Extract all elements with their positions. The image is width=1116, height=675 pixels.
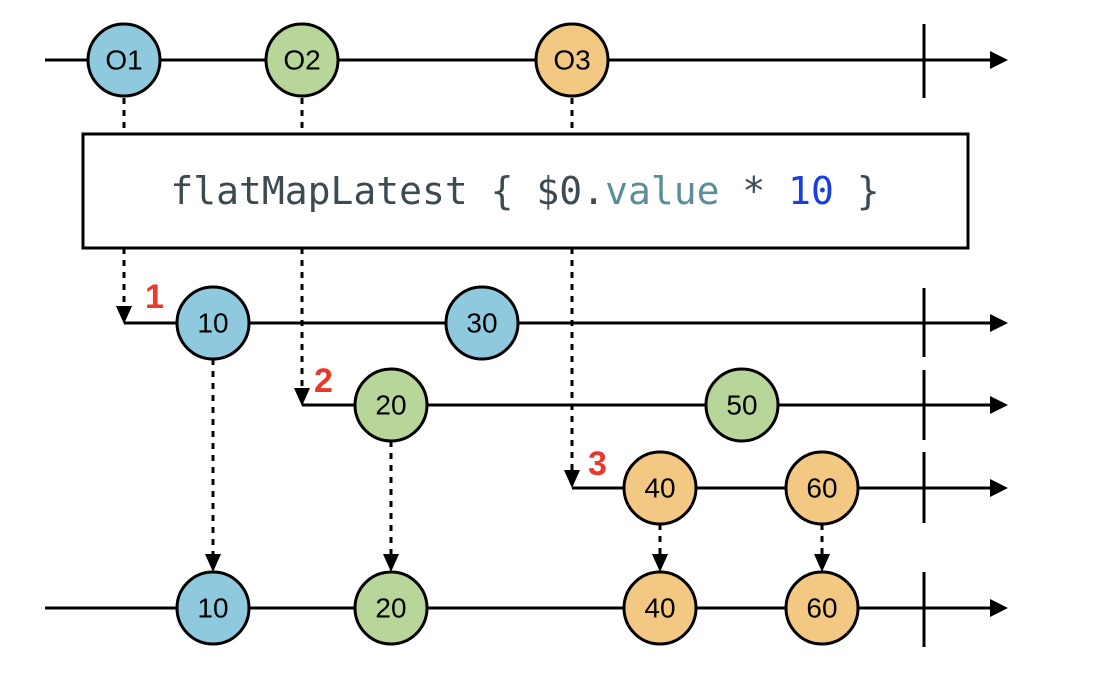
output-marble-60: 60 xyxy=(784,570,860,646)
output-timeline: 10 20 40 60 xyxy=(45,570,1008,647)
code-token-property: value xyxy=(605,169,719,213)
operator-code: flatMapLatest { $0.value * 10 } xyxy=(170,169,879,213)
marble-label: 50 xyxy=(726,390,757,421)
inner-stream-arrowhead xyxy=(990,479,1008,497)
marble-label: 20 xyxy=(375,390,406,421)
source-arrowhead xyxy=(990,51,1008,69)
source-timeline xyxy=(45,24,1008,98)
marble-label: 60 xyxy=(806,473,837,504)
source-to-operator-connectors xyxy=(122,98,574,134)
marble-label: 40 xyxy=(644,473,675,504)
inner-marble-10: 10 xyxy=(175,285,251,361)
source-marble-3: O3 xyxy=(534,22,610,98)
step-label: 2 xyxy=(314,362,333,400)
inner-marble-40: 40 xyxy=(622,450,698,526)
marble-label: O1 xyxy=(105,45,142,76)
inner-stream-arrowhead xyxy=(990,396,1008,414)
marble-label: O3 xyxy=(553,45,590,76)
operator-box-frame xyxy=(81,132,970,250)
branch-arrowhead xyxy=(294,388,310,406)
marble-label: 10 xyxy=(197,308,228,339)
step-label: 3 xyxy=(588,445,607,483)
marble-circle xyxy=(534,22,610,98)
operator-box: flatMapLatest { $0.value * 10 } xyxy=(81,132,970,250)
marble-circle xyxy=(353,570,429,646)
marble-circle xyxy=(444,285,520,361)
marble-circle xyxy=(784,570,860,646)
branch-arrowhead xyxy=(116,306,132,324)
source-marble-1: O1 xyxy=(86,22,162,98)
marble-label: 10 xyxy=(197,593,228,624)
output-arrowhead xyxy=(990,599,1008,617)
step-label: 1 xyxy=(145,278,164,316)
inner-stream-arrowhead xyxy=(990,314,1008,332)
inner-marble-30: 30 xyxy=(444,285,520,361)
marble-label: 40 xyxy=(644,593,675,624)
marble-label: 60 xyxy=(806,593,837,624)
output-marble-20: 20 xyxy=(353,570,429,646)
output-marble-10: 10 xyxy=(175,570,251,646)
inner-stream-1: 1 10 30 xyxy=(116,248,1008,361)
inner-marble-60: 60 xyxy=(784,450,860,526)
code-token-number: 10 xyxy=(788,169,834,213)
marble-circle xyxy=(622,570,698,646)
inner-marble-50: 50 xyxy=(704,367,780,443)
inner-marble-20: 20 xyxy=(353,367,429,443)
marble-label: 20 xyxy=(375,593,406,624)
output-marble-40: 40 xyxy=(622,570,698,646)
marble-label: O2 xyxy=(283,45,320,76)
marble-circle xyxy=(175,570,251,646)
source-marble-2: O2 xyxy=(264,22,340,98)
code-token: flatMapLatest { $0. xyxy=(170,169,605,213)
inner-stream-2: 2 20 50 xyxy=(294,248,1008,443)
inner-stream-3: 3 40 60 xyxy=(564,248,1008,526)
marble-circle xyxy=(264,22,340,98)
branch-arrowhead xyxy=(564,470,580,488)
inner-to-output-connectors xyxy=(205,359,830,572)
marble-label: 30 xyxy=(466,308,497,339)
marble-circle xyxy=(704,367,780,443)
code-token: * xyxy=(719,169,788,213)
marble-circle xyxy=(86,22,162,98)
code-token: } xyxy=(834,169,880,213)
